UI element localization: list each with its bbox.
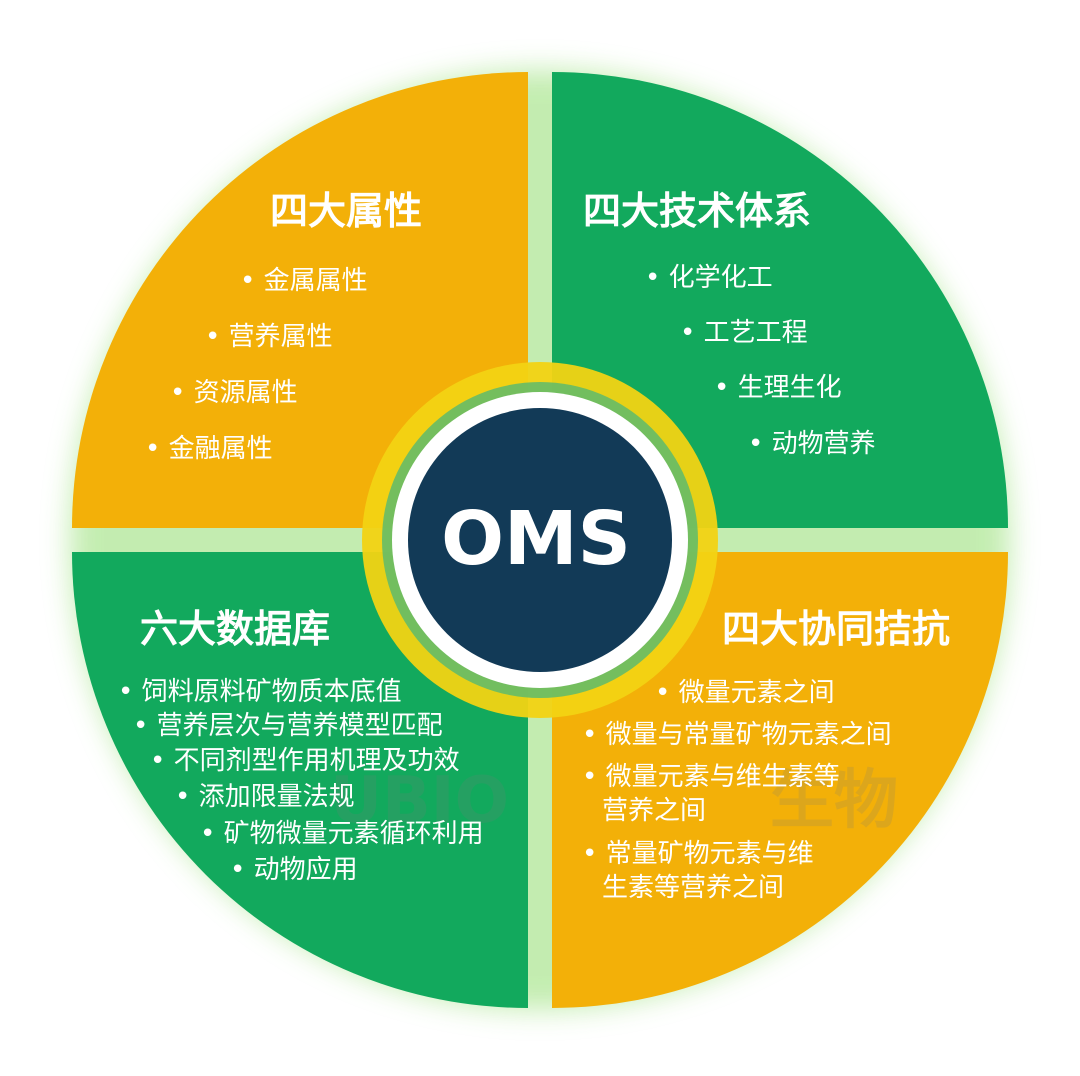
watermark: UBIO 生物 — [330, 764, 898, 838]
list-item: • 微量元素之间 — [655, 678, 835, 708]
quadrant-bottom-left-shape — [72, 552, 528, 1008]
list-item: • 生理生化 — [714, 373, 842, 403]
quadrant-bottom-right-title: 四大协同拮抗 — [722, 607, 950, 651]
list-item: • 动物营养 — [748, 429, 876, 459]
list-item-continued: 生素等营养之间 — [602, 873, 784, 903]
list-item: • 微量与常量矿物元素之间 — [582, 720, 892, 750]
center-label: OMS — [441, 496, 631, 582]
quadrant-top-left-title: 四大属性 — [270, 189, 422, 233]
list-item: • 金融属性 — [145, 434, 273, 464]
list-item: • 微量元素与维生素等 — [582, 762, 840, 792]
list-item: • 营养层次与营养模型匹配 — [133, 711, 443, 741]
list-item: • 工艺工程 — [680, 318, 808, 348]
quadrant-top-left — [72, 72, 528, 528]
list-item: • 资源属性 — [170, 378, 298, 408]
quadrant-bottom-left-list: • 饲料原料矿物质本底值 • 营养层次与营养模型匹配 • 不同剂型作用机理及功效… — [118, 677, 484, 885]
quadrant-bottom-left-title: 六大数据库 — [140, 607, 330, 651]
list-item: • 矿物微量元素循环利用 — [200, 819, 484, 849]
list-item: • 营养属性 — [205, 322, 333, 352]
quadrant-bottom-left — [72, 552, 528, 1008]
quadrant-top-left-list: • 金属属性 • 营养属性 • 资源属性 • 金融属性 — [145, 266, 368, 464]
quadrant-top-right-list: • 化学化工 • 工艺工程 • 生理生化 • 动物营养 — [645, 263, 876, 459]
watermark-latin: UBIO — [330, 764, 509, 838]
list-item: • 添加限量法规 — [175, 782, 355, 812]
quadrant-top-right-title: 四大技术体系 — [583, 189, 811, 233]
list-item: • 化学化工 — [645, 263, 773, 293]
quadrant-top-left-shape — [72, 72, 528, 528]
list-item: • 常量矿物元素与维 — [582, 839, 814, 869]
quadrant-bottom-right-shape — [552, 552, 1008, 1008]
list-item: • 动物应用 — [230, 855, 358, 885]
list-item: • 不同剂型作用机理及功效 — [150, 746, 460, 776]
list-item-continued: 营养之间 — [602, 796, 706, 826]
center-circle — [408, 408, 672, 672]
quadrant-top-right-shape — [552, 72, 1008, 528]
list-item: • 金属属性 — [240, 266, 368, 296]
list-item: • 饲料原料矿物质本底值 — [118, 677, 402, 707]
quadrant-bottom-right — [552, 552, 1008, 1008]
watermark-cjk: 生物 — [770, 764, 898, 838]
quadrant-top-right — [552, 72, 1008, 528]
quadrant-bottom-right-list: • 微量元素之间 • 微量与常量矿物元素之间 • 微量元素与维生素等 营养之间 … — [582, 678, 892, 903]
